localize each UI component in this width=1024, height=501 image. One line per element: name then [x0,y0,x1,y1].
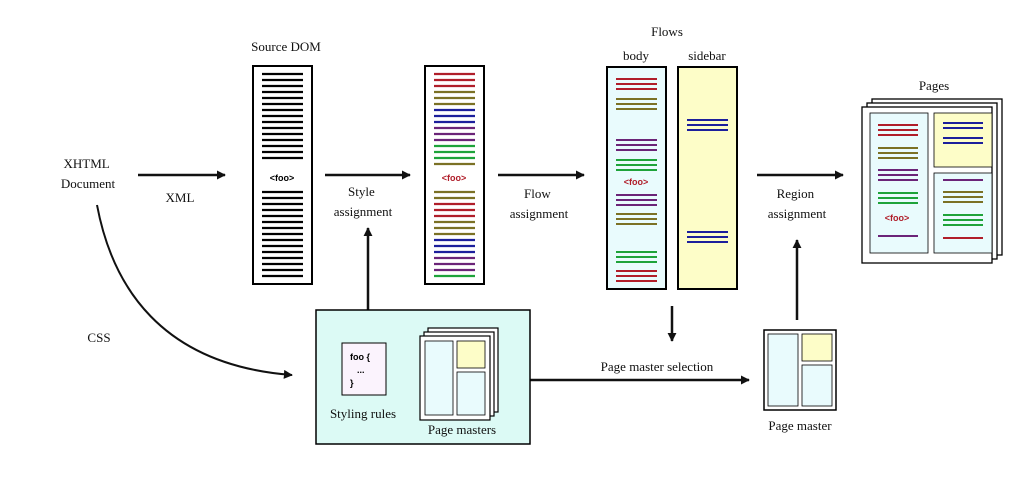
styled-dom-foo-tag: <foo> [442,173,467,183]
page-master-selection-label: Page master selection [601,359,714,374]
page-master-body-region [767,333,799,407]
body-flow-lines [616,78,657,282]
page-masters-sidebar-region [456,340,486,369]
styling-rules-label: Styling rules [330,406,396,421]
source-dom-lines [262,72,303,278]
source-dom-foo-tag: <foo> [270,173,295,183]
page-masters-body-region [424,340,454,416]
page-lines [878,122,983,239]
page-master-label: Page master [768,418,832,433]
page-masters-label: Page masters [428,422,496,437]
page-master-sidebar-region [801,333,833,362]
sidebar-flow-box [677,66,738,290]
region-assignment-label: Region assignment [768,186,827,221]
page-master-second-region [801,364,833,407]
source-dom-label: Source DOM [251,39,321,54]
css-label: CSS [87,330,110,345]
page-second-region [933,172,993,254]
flow-assignment-label: Flow assignment [510,186,569,221]
xml-label: XML [166,190,195,205]
source-dom-box [252,65,313,285]
page-masters-second-region [456,371,486,416]
body-flow-foo-tag: <foo> [624,177,649,187]
style-assignment-label: Style assignment [334,184,393,219]
page-sidebar-region [933,112,993,168]
sidebar-flow-lines [687,119,728,243]
styled-dom-lines [434,72,475,278]
pages-label: Pages [919,78,949,93]
styling-rules-card [341,342,387,396]
css-arrow [96,204,293,379]
xhtml-document-label: XHTML Document [61,156,116,191]
styled-dom-box [424,65,485,285]
sidebar-flow-label: sidebar [688,48,726,63]
body-flow-label: body [623,48,650,63]
page-body-region [869,112,929,254]
page-foo-tag: <foo> [885,213,910,223]
flows-label: Flows [651,24,683,39]
styling-rule-code: foo { ... } [350,352,373,388]
